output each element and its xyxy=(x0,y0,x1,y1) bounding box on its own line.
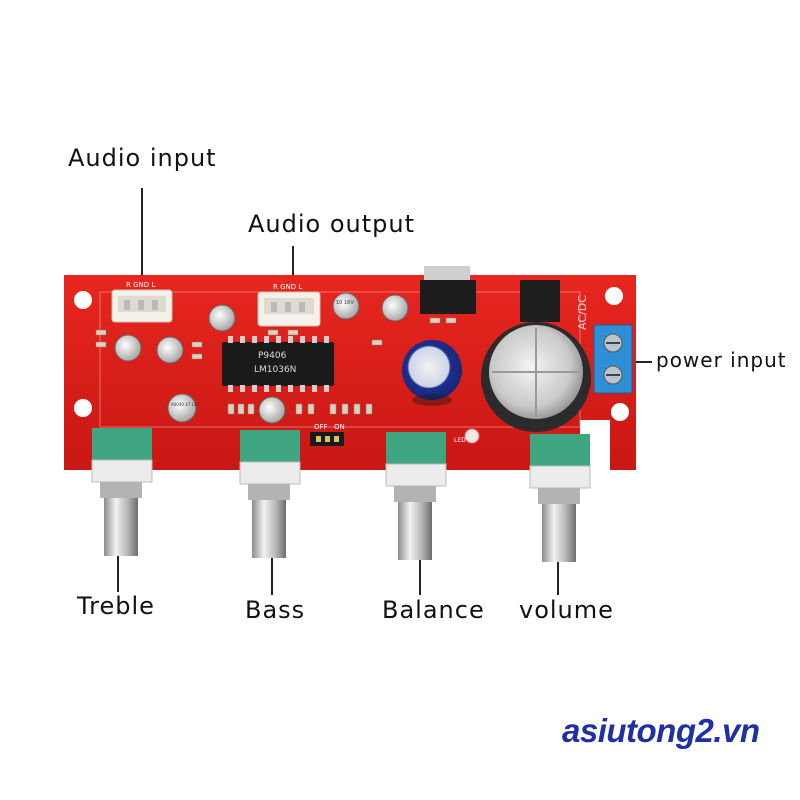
pcb-board xyxy=(64,275,636,470)
audio-output-connector: R GND L xyxy=(257,283,321,327)
potentiometer-volume xyxy=(529,434,591,562)
small-capacitors: 10 16V A0040 47 16V xyxy=(114,292,409,424)
power-terminal-block: AC/DC xyxy=(576,295,633,394)
jumper-on-marking: ON xyxy=(334,423,345,431)
label-bass: Bass xyxy=(245,596,306,624)
label-audio-output: Audio output xyxy=(248,210,416,238)
lm1036n-chip: P9406 LM1036N xyxy=(222,336,334,392)
output-connector-marking: R GND L xyxy=(273,283,302,291)
blue-electrolytic-capacitor xyxy=(402,340,462,406)
led-marking: LED xyxy=(454,437,466,444)
smd-components xyxy=(95,317,457,415)
label-treble: Treble xyxy=(77,592,155,620)
loudness-jumper: OFF ON xyxy=(310,423,345,446)
watermark: asiutong2.vn xyxy=(562,712,760,749)
potentiometer-bass xyxy=(239,430,301,558)
label-audio-input: Audio input xyxy=(68,144,217,172)
label-volume: volume xyxy=(519,596,614,624)
voltage-regulator xyxy=(420,266,476,314)
cap-medium-marking: A0040 47 16V xyxy=(171,402,200,407)
rectifier-bridge xyxy=(520,280,560,322)
led: LED xyxy=(454,428,480,444)
input-connector-marking: R GND L xyxy=(126,281,155,289)
audio-input-connector: R GND L xyxy=(111,281,173,323)
large-filter-capacitor xyxy=(481,322,591,432)
potentiometer-treble xyxy=(91,428,153,556)
cap-marking: 10 16V xyxy=(336,300,354,306)
jumper-off-marking: OFF xyxy=(314,423,328,431)
mounting-hole xyxy=(74,291,92,309)
mounting-hole xyxy=(611,403,629,421)
power-marking: AC/DC xyxy=(576,295,589,330)
chip-model: LM1036N xyxy=(254,365,296,375)
label-balance: Balance xyxy=(382,596,485,624)
chip-brand: P9406 xyxy=(258,351,287,361)
mounting-hole xyxy=(605,287,623,305)
label-power-input: power input xyxy=(656,348,787,372)
mounting-hole xyxy=(74,399,92,417)
potentiometer-balance xyxy=(385,432,447,560)
